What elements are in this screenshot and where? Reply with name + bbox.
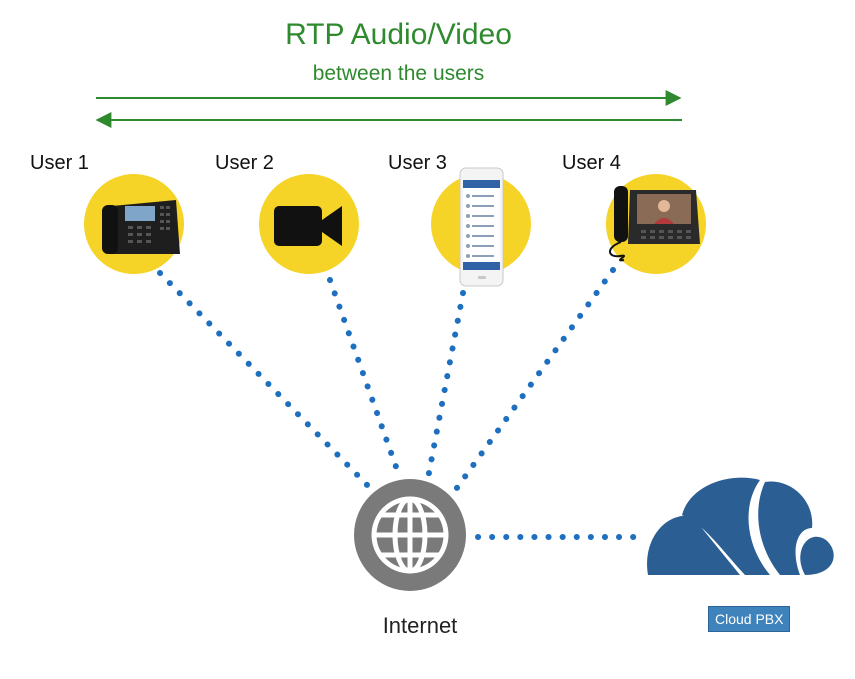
- link-user3-internet: [425, 290, 466, 481]
- link-user2-internet: [327, 277, 403, 481]
- desk-phone-icon: [102, 200, 180, 254]
- globe-icon: [371, 496, 449, 574]
- user3-label: User 3: [388, 152, 447, 174]
- user1-label: User 1: [30, 152, 89, 174]
- cloud-icon: [647, 477, 834, 575]
- cloud-pbx-badge: Cloud PBX: [708, 606, 791, 632]
- user2-label: User 2: [215, 152, 274, 174]
- diagram-title: RTP Audio/Video: [285, 18, 512, 51]
- link-user4-internet: [451, 267, 616, 495]
- diagram-subtitle: between the users: [312, 62, 485, 85]
- video-phone-icon: [609, 186, 700, 262]
- internet-label: Internet: [382, 613, 458, 638]
- smartphone-icon: [459, 167, 504, 287]
- video-camera-icon: [274, 206, 342, 246]
- link-user1-internet: [157, 270, 375, 493]
- user4-label: User 4: [562, 152, 621, 174]
